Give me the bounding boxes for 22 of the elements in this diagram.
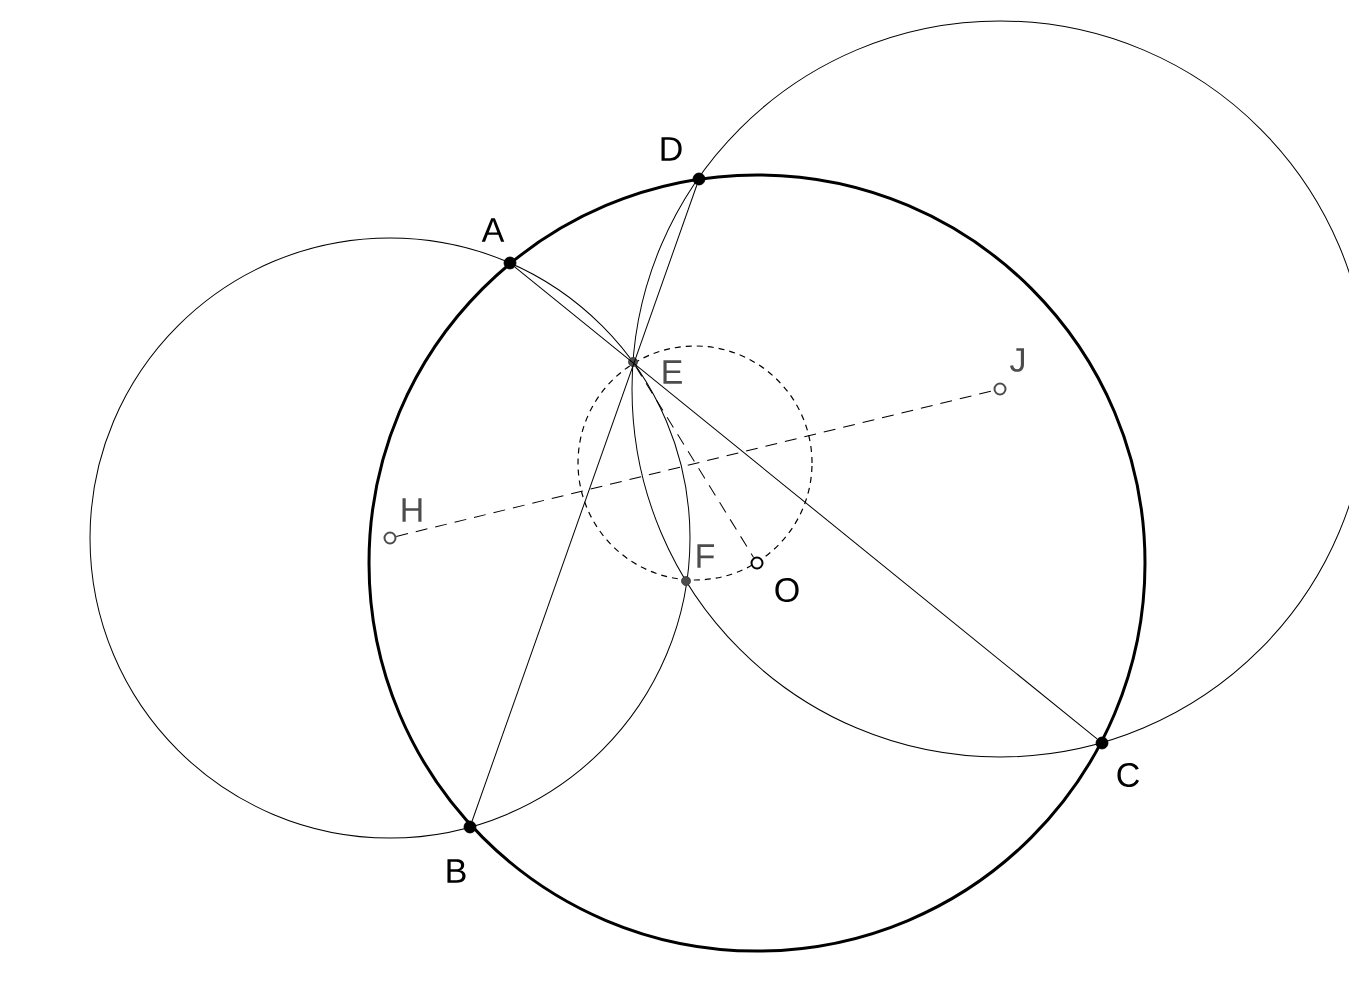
- labeled-point: D: [661, 137, 706, 186]
- line-segment: [395, 390, 995, 537]
- labeled-point: C: [1095, 736, 1139, 788]
- node-label: H: [402, 498, 422, 522]
- labeled-point: H: [383, 498, 422, 545]
- labeled-point: A: [481, 218, 517, 270]
- node-label: E: [663, 360, 682, 384]
- node-label: C: [1117, 762, 1140, 788]
- node-label: O: [775, 577, 799, 603]
- line-segment: [635, 365, 755, 558]
- node-label: B: [447, 859, 466, 883]
- labeled-point: B: [447, 820, 477, 883]
- labeled-point: E: [628, 357, 682, 384]
- node-label: F: [697, 544, 715, 568]
- node-label: A: [481, 218, 505, 242]
- line-segment: [514, 266, 1098, 740]
- labeled-point: J: [993, 348, 1024, 396]
- labeled-point: F: [681, 544, 715, 586]
- node-label: J: [1010, 348, 1024, 372]
- labeled-point: O: [750, 556, 799, 603]
- node-label: D: [661, 137, 682, 161]
- line-segment: [471, 184, 698, 822]
